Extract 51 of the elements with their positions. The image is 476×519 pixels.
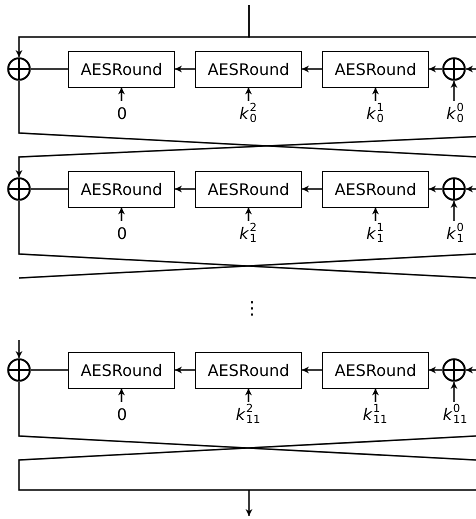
arrow [466,186,476,192]
xor-symbol [442,358,466,382]
arrow [429,186,442,192]
wire [31,188,68,190]
round-box: AESRound [195,170,302,208]
arrow [466,366,476,374]
arrow [429,66,442,72]
round-box: AESRound [322,170,429,208]
arrow [302,366,322,374]
arrow [175,366,195,374]
arrow [372,88,379,101]
round-box: AESRound [195,50,302,88]
arrow [302,66,322,72]
arrow [118,208,125,221]
arrow [245,88,252,101]
round-box: AESRound [68,170,175,208]
wire [18,382,476,461]
xor-symbol [442,177,466,201]
round-box: AESRound [322,352,429,388]
arrow [175,66,195,72]
wire [31,369,68,371]
arrow [372,388,379,402]
arrow [175,186,195,192]
arrow [372,208,379,221]
round-box: AESRound [322,50,429,88]
xor-symbol [7,177,31,201]
wire [18,81,476,158]
key-label: 0 [106,402,138,426]
arrow [16,135,476,177]
key-label: 0 [106,221,138,245]
arrow [450,382,458,402]
ellipsis: ⋮ [243,298,261,319]
arrow [245,208,252,221]
arrow [118,388,125,402]
arrow [118,88,125,101]
round-box: AESRound [68,352,175,388]
xor-symbol [7,57,31,81]
arrow [429,366,442,374]
arrow [248,5,476,72]
wire [18,201,476,279]
wire [31,68,68,70]
arrow [245,388,252,402]
key-label: 0 [106,101,138,125]
arrow [302,186,322,192]
arrow [16,340,22,358]
round-box: AESRound [68,50,175,88]
round-box: AESRound [195,352,302,388]
arrow [450,81,458,101]
xor-symbol [442,57,466,81]
arrow [450,201,458,221]
xor-symbol [7,358,31,382]
